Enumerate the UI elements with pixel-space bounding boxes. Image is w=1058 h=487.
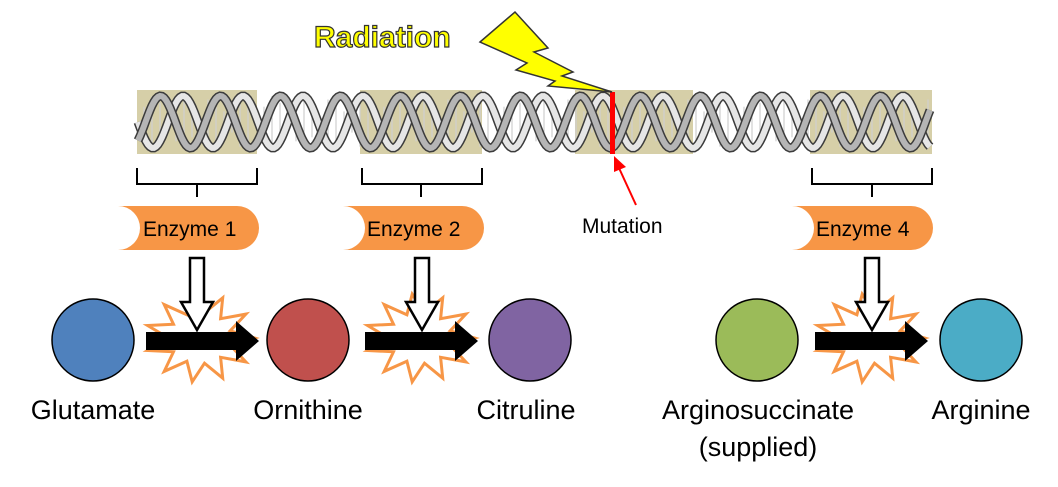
glutamate-circle: [51, 298, 135, 382]
reaction-arrow-2: [365, 321, 478, 361]
enzyme-4-label: Enzyme 4: [816, 218, 910, 241]
enzyme-arrows: [178, 256, 891, 333]
arginine-label: Arginine: [931, 395, 1030, 425]
enzyme-2-label: Enzyme 2: [367, 218, 460, 241]
arginosuccinate-circle: [715, 298, 799, 382]
reaction-arrows: [146, 321, 928, 361]
molecules: [51, 298, 1023, 382]
radiation-label: Radiation: [314, 21, 451, 54]
arginine-circle: [939, 298, 1023, 382]
reaction-arrow-1: [146, 321, 259, 361]
mutation-arrow-head: [614, 156, 626, 172]
reaction-arrow-4: [815, 321, 928, 361]
mutation-arrow-line: [618, 167, 637, 206]
mutation-marker: [610, 92, 615, 154]
citruline-label: Citruline: [476, 395, 575, 425]
enzyme-4-banner: Enzyme 4: [792, 206, 933, 250]
arginosuccinate-sublabel: (supplied): [699, 432, 818, 462]
enzyme-2-down-arrow: [403, 256, 441, 333]
enzyme-4-down-arrow: [853, 256, 891, 333]
citruline-circle: [488, 298, 572, 382]
gene-brackets: [136, 168, 933, 197]
dna-helix: [133, 91, 935, 153]
enzyme-2-banner: Enzyme 2: [343, 206, 484, 250]
enzyme-1-banner: Enzyme 1: [118, 206, 259, 250]
ornithine-circle: [266, 298, 350, 382]
mutation-label: Mutation: [582, 215, 663, 238]
bracket-1: [136, 168, 258, 197]
enzyme-1-down-arrow: [178, 256, 216, 333]
ornithine-label: Ornithine: [253, 395, 363, 425]
lightning-bolt-icon: [478, 10, 613, 93]
glutamate-label: Glutamate: [31, 395, 156, 425]
arginosuccinate-label: Arginosuccinate: [662, 395, 854, 425]
bracket-4: [811, 168, 933, 197]
enzyme-1-label: Enzyme 1: [143, 218, 236, 241]
bracket-2: [361, 168, 483, 197]
dna-strand-2: [135, 92, 933, 152]
